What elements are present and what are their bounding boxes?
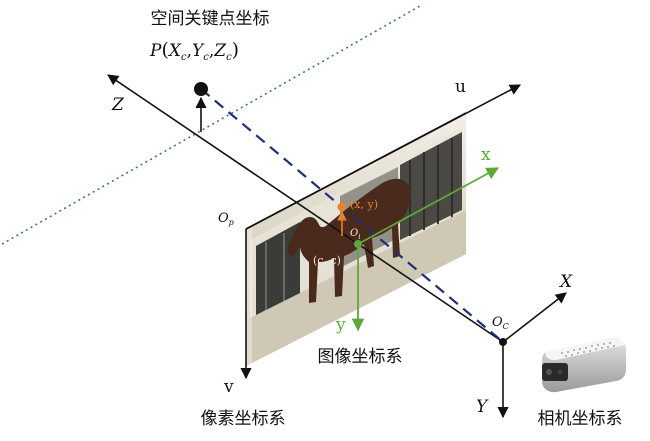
- image-plane-photo: [246, 113, 466, 366]
- u-axis: [245, 84, 521, 230]
- projected-point-dot: [337, 202, 347, 212]
- yc-letter: Y: [192, 41, 205, 61]
- xc-letter: X: [167, 41, 182, 61]
- keypoint-coordinates: P(Xc,Yc,Zc): [149, 39, 239, 63]
- camera-origin-label: OC: [492, 315, 509, 331]
- depth-camera-icon: [542, 337, 626, 393]
- keypoint-dot-icon: [194, 82, 208, 96]
- projection-ray: [200, 88, 504, 343]
- left-paren: (: [161, 39, 168, 61]
- image-x-axis: [357, 167, 500, 245]
- pixel-origin-label: Op: [218, 211, 234, 227]
- image-frame-caption: 图像坐标系: [318, 347, 403, 367]
- principal-point-label: (c, c): [313, 254, 341, 267]
- pixel-frame-caption: 像素坐标系: [201, 409, 286, 429]
- xc-sub: c: [181, 52, 187, 63]
- image-x-axis-label: x: [481, 145, 491, 165]
- camera-x-axis: [502, 292, 567, 343]
- horse-silhouette: [287, 178, 411, 303]
- camera-z-axis: [107, 74, 504, 343]
- camera-frame-caption: 相机坐标系: [538, 409, 623, 429]
- z-axis-label: Z: [111, 95, 125, 115]
- keypoint-title: 空间关键点坐标: [151, 9, 270, 29]
- zc-sub: c: [226, 52, 232, 63]
- camera-x-axis-label: X: [558, 272, 573, 292]
- image-origin-label: Oi: [350, 228, 360, 241]
- projected-point-label: (x, y): [350, 198, 378, 211]
- v-axis-label: v: [223, 377, 234, 397]
- image-y-axis-label: y: [335, 315, 346, 335]
- camera-origin-dot: [499, 338, 507, 346]
- camera-y-axis-label: Y: [476, 397, 489, 417]
- comma-1: ,: [187, 41, 192, 61]
- u-axis-label: u: [455, 77, 466, 97]
- right-paren: ): [232, 39, 239, 61]
- yc-sub: c: [203, 52, 209, 63]
- zc-letter: Z: [213, 41, 227, 61]
- comma-2: ,: [209, 41, 214, 61]
- image-origin-dot: [354, 240, 362, 248]
- p-letter: P: [149, 41, 162, 61]
